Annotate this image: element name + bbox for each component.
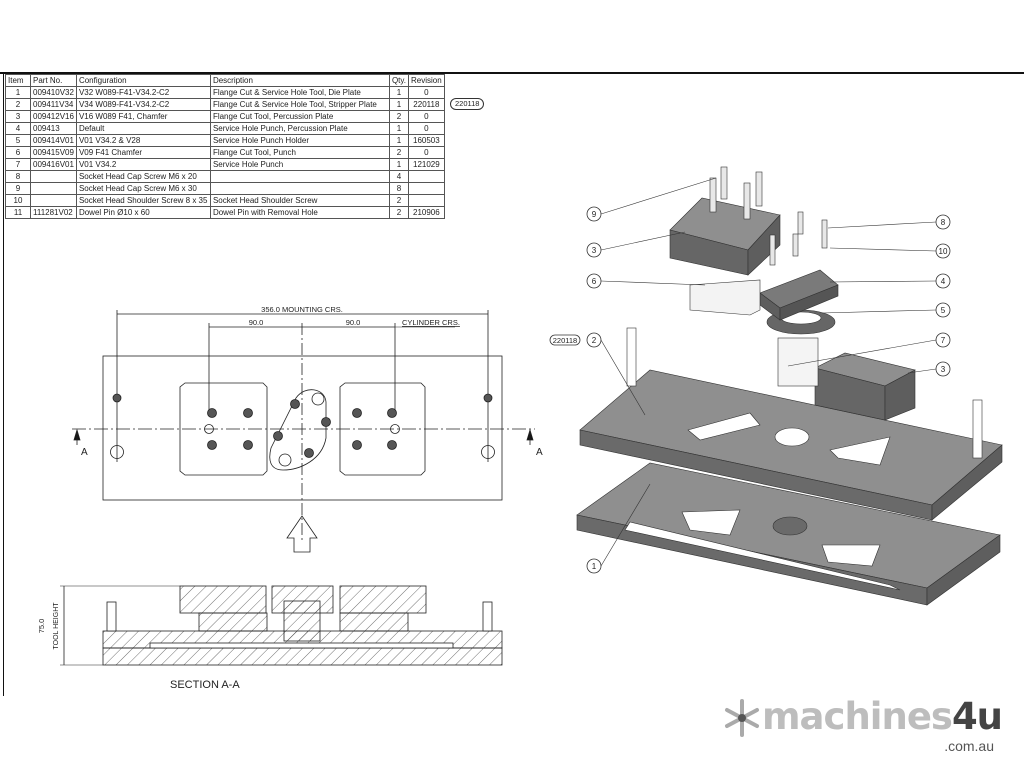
balloon-number: 3 [941,365,946,374]
balloon-circle [935,243,951,259]
balloon-number: 1 [592,562,597,571]
view-direction-arrow [286,515,318,553]
frame-border-left [3,72,4,696]
balloon-number: 5 [941,306,946,315]
balloon-3: 3 [586,231,686,258]
balloon-number: 7 [941,336,946,345]
machines4u-logo: machines4u .com.au [724,698,1014,760]
section-view [60,585,503,666]
balloon-circle [586,558,602,574]
part-stripper-plate [579,327,1003,521]
dim-tool-height-label: TOOL HEIGHT [53,602,60,650]
balloon-number: 6 [592,277,597,286]
cell-item: 3 [5,110,31,123]
balloon-number: 8 [941,218,946,227]
balloon-circle [935,361,951,377]
balloon-circle [935,332,951,348]
logo-text-domain: .com.au [944,738,994,754]
dim-mounting-crs: 356.0 MOUNTING CRS. [261,305,343,314]
table-header-row: Item Part No. Configuration Description … [5,74,445,87]
balloon-9: 9 [586,177,717,222]
section-mark-left: A [81,447,88,458]
cylinder-crs-label: CYLINDER CRS. [402,318,460,327]
revision-tag-iso: 220118 [549,334,581,346]
balloon-number: 10 [939,247,948,256]
col-item: Item [5,74,31,87]
balloon-circle [586,273,602,289]
isometric-exploded-view [576,166,1003,606]
frame-border-top [0,72,1024,74]
cell-item: 7 [5,158,31,171]
balloon-1: 1 [586,483,651,574]
dim-left-90: 90.0 [249,318,264,327]
balloon-8: 8 [827,214,951,230]
balloon-number: 9 [592,210,597,219]
balloon-number: 3 [592,246,597,255]
balloon-circle [586,206,602,222]
die-plate-outline [102,355,503,501]
bill-of-materials-table: Item Part No. Configuration Description … [5,74,445,219]
balloon-callouts: 9 3 6 8 10 4 5 7 3 2 1 [586,177,951,574]
leader-line [600,280,706,286]
logo-text-accent: 4u [951,695,1003,738]
logo-text-main: machines [762,695,953,738]
plan-view [72,310,535,553]
dim-tool-height-value: 75.0 [37,619,46,634]
right-pad [339,382,426,476]
part-punch-percussion-plate [759,269,839,321]
balloon-number: 2 [592,336,597,345]
balloon-number: 4 [941,277,946,286]
part-percussion-plate-right [814,352,916,421]
punch-holder-outline [269,389,327,471]
cell-item: 4 [5,122,31,135]
leader-line [787,339,937,367]
dim-right-90: 90.0 [346,318,361,327]
balloon-4: 4 [829,273,951,289]
balloon-circle [935,273,951,289]
balloon-7: 7 [787,332,951,367]
svg-text:220118: 220118 [553,336,577,345]
part-die-plate [576,462,1001,606]
leader-line [827,221,937,229]
balloon-circle [586,332,602,348]
balloon-circle [935,302,951,318]
cell-qty: 2 [388,206,410,219]
snowflake-logo-icon [725,699,759,737]
cell-item: 11 [5,206,31,219]
cell-revision: 210906 [408,206,445,219]
leader-line [600,177,717,215]
leader-line [907,368,937,374]
left-pad [179,382,268,476]
balloon-3: 3 [907,361,951,377]
part-percussion-plate-left [669,197,781,276]
leader-line [829,247,937,252]
part-service-hole-punch [777,337,819,387]
leader-line [821,309,937,314]
leader-line [600,231,686,251]
balloon-circle [586,242,602,258]
balloon-2: 2 [586,332,646,416]
leader-line [829,280,937,283]
part-flange-cut-punch [689,279,761,316]
cell-qty: 1 [388,158,410,171]
screws [709,166,828,266]
revision-tag-table: 220118 [450,98,485,110]
balloon-circle [935,214,951,230]
cell-revision: 0 [408,146,445,159]
cell-item: 2 [5,98,31,111]
balloon-5: 5 [821,302,951,318]
leader-line [600,483,651,567]
section-title: SECTION A-A [170,679,240,691]
leader-line [600,339,646,416]
section-mark-right: A [536,447,543,458]
balloon-6: 6 [586,273,706,289]
balloon-10: 10 [829,243,951,259]
